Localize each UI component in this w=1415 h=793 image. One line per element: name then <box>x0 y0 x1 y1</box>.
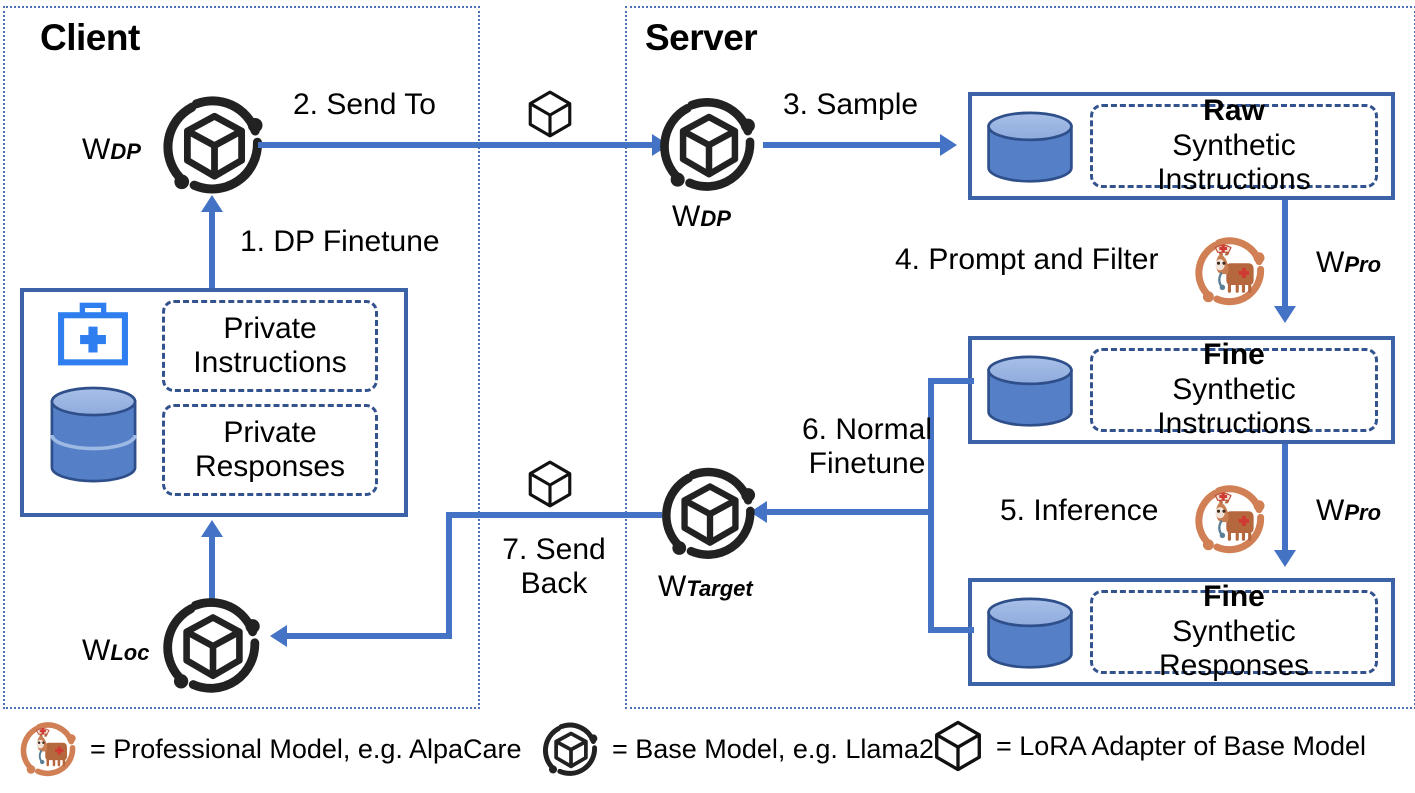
sample-line <box>763 142 943 148</box>
w-pro-label-step5: WPro <box>1316 494 1382 527</box>
alpaca-professional-model-icon-step5 <box>1192 480 1270 558</box>
inference-arrowhead <box>1274 550 1296 567</box>
prompt-filter-line <box>1282 200 1288 308</box>
w-pro-label-step4: WPro <box>1316 246 1382 279</box>
step6-line2: Finetune <box>808 446 926 480</box>
send-to-line <box>258 142 658 148</box>
medical-kit-icon <box>55 302 131 368</box>
lora-cube-icon-bottom <box>524 458 576 510</box>
step6-normal-finetune-label: 6. Normal Finetune <box>772 413 962 480</box>
fine-instructions-database-cylinder-icon <box>985 355 1075 428</box>
wloc-to-databox-line <box>209 535 215 603</box>
private-responses-line1: Private <box>223 415 317 449</box>
client-database-cylinder-icon <box>48 386 139 483</box>
wloc-to-databox-arrowhead <box>201 520 223 537</box>
lora-cube-icon <box>930 718 986 774</box>
fine-synthetic-instructions-label-box: Fine Synthetic Instructions <box>1090 338 1378 440</box>
server-base-model-wtarget-icon <box>657 460 763 566</box>
client-base-model-wloc-icon <box>158 590 268 700</box>
fine-responses-line2: Responses <box>1158 649 1310 683</box>
step1-dp-finetune-label: 1. DP Finetune <box>240 225 440 258</box>
alpaca-professional-model-icon-step4 <box>1192 232 1270 310</box>
fine-instructions-rest: Synthetic <box>1172 372 1296 406</box>
fine-instructions-emph: Fine <box>1203 338 1265 372</box>
legend-label-base-model: = Base Model, e.g. Llama2 <box>612 733 934 764</box>
prompt-filter-arrowhead <box>1274 306 1296 323</box>
dp-finetune-line <box>209 210 215 288</box>
private-responses-box: Private Responses <box>162 404 378 496</box>
step4-prompt-and-filter-label: 4. Prompt and Filter <box>895 243 1159 276</box>
finetune-bracket-vertical <box>928 378 934 633</box>
step7-send-back-label: 7. Send Back <box>494 533 614 600</box>
private-instructions-line2: Instructions <box>193 346 347 379</box>
legend-item-base-model: = Base Model, e.g. Llama2 <box>540 718 934 780</box>
dp-finetune-arrowhead <box>201 195 223 212</box>
fine-responses-emph: Fine <box>1203 580 1265 614</box>
inference-line <box>1282 444 1288 552</box>
step3-sample-label: 3. Sample <box>783 88 919 121</box>
private-responses-line2: Responses <box>194 450 346 483</box>
send-back-arrowhead <box>270 625 287 647</box>
w-dp-server-label: WDP <box>672 200 731 233</box>
w-loc-label: WLoc <box>82 634 150 667</box>
legend-item-lora-adapter: = LoRA Adapter of Base Model <box>930 718 1366 774</box>
normal-finetune-line <box>766 509 934 515</box>
raw-database-cylinder-icon <box>985 111 1075 184</box>
step7-line1: 7. Send <box>502 533 606 566</box>
private-instructions-line1: Private <box>223 311 317 345</box>
raw-line2: Instructions <box>1157 163 1311 197</box>
server-panel-title: Server <box>645 17 758 58</box>
raw-emph: Raw <box>1203 94 1265 128</box>
client-base-model-wdp-icon <box>158 88 271 201</box>
client-panel-title: Client <box>40 17 140 58</box>
step6-line1: 6. Normal <box>801 413 933 446</box>
legend-label-professional-model: = Professional Model, e.g. AlpaCare <box>90 733 522 764</box>
finetune-bracket-bottom <box>928 627 974 633</box>
step5-inference-label: 5. Inference <box>1000 494 1159 527</box>
step2-send-to-label: 2. Send To <box>293 88 436 121</box>
raw-synthetic-instructions-label-box: Raw Synthetic Instructions <box>1090 94 1378 196</box>
w-dp-client-label: WDP <box>82 133 141 166</box>
w-target-label: WTarget <box>658 570 753 603</box>
fine-responses-database-cylinder-icon <box>985 597 1075 670</box>
alpaca-professional-model-icon <box>18 718 80 780</box>
send-back-line-vertical <box>446 512 452 639</box>
step7-line2: Back <box>520 566 588 600</box>
server-base-model-wdp-icon <box>655 90 763 198</box>
client-panel <box>3 6 480 709</box>
fine-responses-rest: Synthetic <box>1172 614 1296 648</box>
legend-item-professional-model: = Professional Model, e.g. AlpaCare <box>18 718 522 780</box>
send-back-line-bottom <box>286 633 452 639</box>
legend-label-lora-adapter: = LoRA Adapter of Base Model <box>996 730 1366 761</box>
raw-rest: Synthetic <box>1172 128 1296 162</box>
fine-instructions-line2: Instructions <box>1157 407 1311 441</box>
lora-cube-icon-top <box>524 88 576 140</box>
sample-arrowhead <box>940 134 957 156</box>
finetune-bracket-top <box>928 378 974 384</box>
send-back-line-top <box>446 512 662 518</box>
base-model-icon <box>540 718 602 780</box>
fine-synthetic-responses-label-box: Fine Synthetic Responses <box>1090 580 1378 682</box>
private-instructions-box: Private Instructions <box>162 300 378 392</box>
